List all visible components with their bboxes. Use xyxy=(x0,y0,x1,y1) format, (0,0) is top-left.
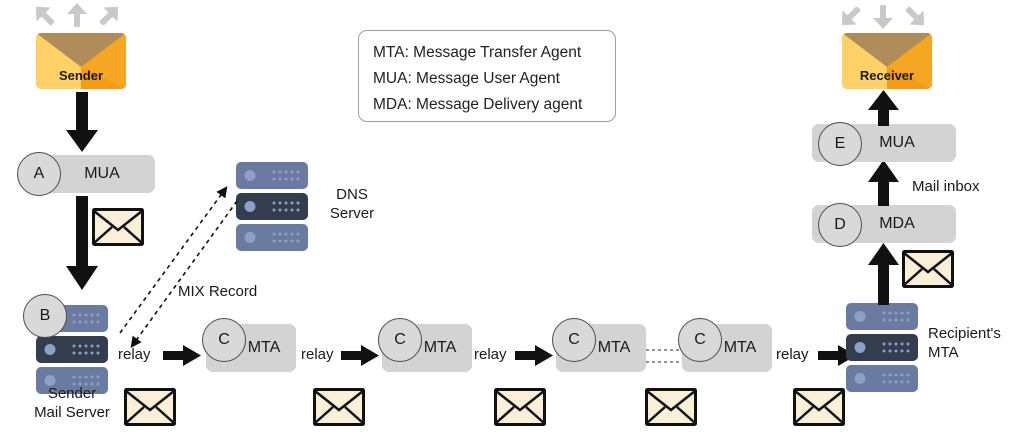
step-badge-c-3-letter: C xyxy=(568,331,580,348)
arrow-mua-to-receiver xyxy=(868,90,899,126)
sender-envelope-icon xyxy=(36,33,126,89)
step-badge-c-1: C xyxy=(202,318,246,362)
relay-label-4: relay xyxy=(776,346,809,363)
arrow-recipientmta-to-mda xyxy=(868,243,899,305)
arrow-relay-2 xyxy=(341,345,379,366)
mta-chain-continuation-dots xyxy=(646,349,682,363)
mail-envelope-5 xyxy=(645,388,697,426)
arrow-down-left-icon xyxy=(841,6,861,26)
arrow-relay-1 xyxy=(163,345,201,366)
mta-label-1: MTA xyxy=(247,339,281,356)
legend-line-mda: MDA: Message Delivery agent xyxy=(373,96,583,113)
receiver-envelope: Receiver xyxy=(842,33,932,89)
step-badge-c-2: C xyxy=(378,318,422,362)
arrow-up-right-icon xyxy=(99,6,119,26)
step-badge-c-4: C xyxy=(678,318,722,362)
step-badge-b: B xyxy=(23,294,67,338)
mix-record-label: MIX Record xyxy=(178,283,258,300)
relay-label-3: relay xyxy=(474,346,507,363)
receiver-mda-label: MDA xyxy=(879,215,915,232)
recipient-mta-rack[interactable] xyxy=(846,303,918,393)
recipient-mta-label: Recipient's MTA xyxy=(928,325,1001,361)
mail-inbox-label: Mail inbox xyxy=(912,178,980,195)
sender-envelope: Sender xyxy=(36,33,126,89)
receiver-motion-arrows xyxy=(841,5,925,29)
arrow-mua-to-mailserver xyxy=(66,196,98,290)
arrow-sender-to-mua xyxy=(66,92,98,152)
dns-server-rack[interactable] xyxy=(236,162,308,252)
mta-label-3: MTA xyxy=(597,339,631,356)
arrow-up-icon xyxy=(67,3,87,27)
arrow-relay-3 xyxy=(515,345,553,366)
mail-envelope-3 xyxy=(313,388,365,426)
mta-label-2: MTA xyxy=(423,339,457,356)
arrow-down-right-icon xyxy=(905,6,925,26)
mail-envelope-2 xyxy=(124,388,176,426)
sender-mail-server-label: Sender Mail Server xyxy=(34,385,110,421)
step-badge-c-4-letter: C xyxy=(694,331,706,348)
step-badge-e-letter: E xyxy=(834,135,846,152)
step-badge-c-3: C xyxy=(552,318,596,362)
dns-query-arrow xyxy=(119,186,228,334)
mail-envelope-4 xyxy=(494,388,546,426)
relay-label-2: relay xyxy=(301,346,334,363)
dns-response-arrow xyxy=(130,200,238,348)
dns-query-response-arrows xyxy=(119,186,238,348)
sender-mua-label: MUA xyxy=(84,165,120,182)
dns-server-label: DNS Server xyxy=(329,186,375,222)
step-badge-e: E xyxy=(818,122,862,166)
legend-line-mta: MTA: Message Transfer Agent xyxy=(373,44,582,61)
step-badge-b-letter: B xyxy=(39,307,51,324)
mail-envelope-1 xyxy=(92,208,144,246)
arrow-up-left-icon xyxy=(35,6,55,26)
mail-envelope-6 xyxy=(793,388,845,426)
step-badge-a-letter: A xyxy=(33,165,45,182)
mail-envelope-7 xyxy=(902,250,954,288)
step-badge-c-1-letter: C xyxy=(218,331,230,348)
step-badge-d: D xyxy=(818,203,862,247)
arrow-down-icon xyxy=(873,5,893,29)
legend-line-mua: MUA: Message User Agent xyxy=(373,70,560,87)
mta-label-4: MTA xyxy=(723,339,757,356)
receiver-envelope-icon xyxy=(842,33,932,89)
arrow-mda-to-mua xyxy=(868,160,899,206)
step-badge-d-letter: D xyxy=(834,216,846,233)
step-badge-c-2-letter: C xyxy=(394,331,406,348)
receiver-mua-label: MUA xyxy=(879,134,915,151)
legend-box: MTA: Message Transfer Agent MUA: Message… xyxy=(358,30,616,122)
sender-motion-arrows xyxy=(35,3,119,27)
relay-label-1: relay xyxy=(118,346,151,363)
step-badge-a: A xyxy=(17,152,61,196)
